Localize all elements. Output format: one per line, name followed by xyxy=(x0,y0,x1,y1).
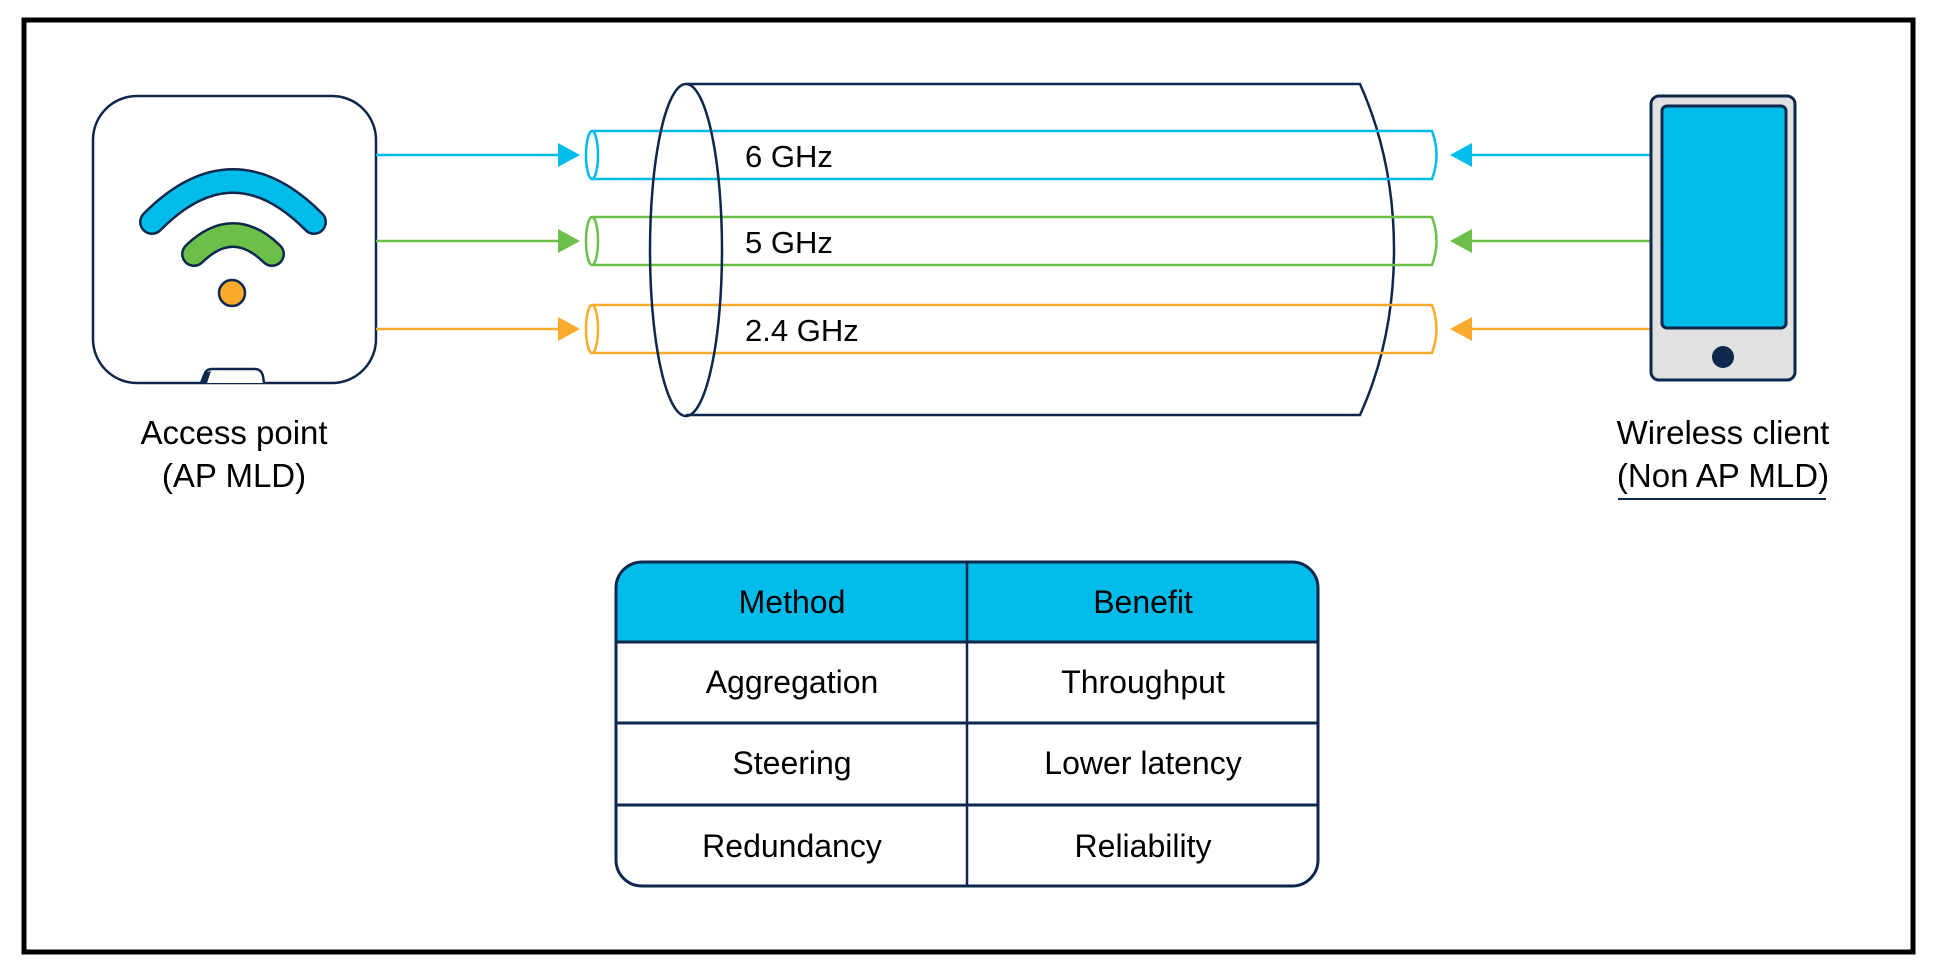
link-tube-end-2-4ghz xyxy=(584,303,600,355)
link-tube-end-6ghz xyxy=(584,129,600,181)
client-label: Wireless client xyxy=(1617,414,1830,451)
link-tube-2-4ghz xyxy=(592,303,1438,355)
table-cell: Throughput xyxy=(1061,664,1225,700)
link-bundle-cylinder xyxy=(686,82,1396,417)
table-cell: Lower latency xyxy=(1044,745,1241,781)
arrow-left-icon xyxy=(1450,317,1472,341)
band-label-6ghz: 6 GHz xyxy=(745,139,833,174)
table-cell: Reliability xyxy=(1075,828,1212,864)
table-cell: Redundancy xyxy=(702,828,882,864)
arrow-right-icon xyxy=(558,143,580,167)
link-tube-end-5ghz xyxy=(584,215,600,267)
arrow-left-icon xyxy=(1450,229,1472,253)
band-label-5ghz: 5 GHz xyxy=(745,225,833,260)
access-point-sublabel: (AP MLD) xyxy=(162,457,306,494)
link-tube-5ghz xyxy=(592,215,1438,267)
band-label-2-4ghz: 2.4 GHz xyxy=(745,313,859,348)
table-header-benefit: Benefit xyxy=(1093,584,1193,620)
arrow-right-icon xyxy=(558,317,580,341)
access-point-label: Access point xyxy=(140,414,327,451)
table-cell: Aggregation xyxy=(706,664,879,700)
table-cell: Steering xyxy=(732,745,851,781)
arrow-right-icon xyxy=(558,229,580,253)
table-header-method: Method xyxy=(739,584,846,620)
wifi-dot-orange xyxy=(217,278,247,308)
outer-frame xyxy=(21,17,1916,955)
client-sublabel: (Non AP MLD) xyxy=(1617,457,1829,494)
link-tube-6ghz xyxy=(592,129,1438,181)
smartphone-icon xyxy=(1649,94,1797,382)
cylinder-front-ellipse xyxy=(648,82,724,418)
access-point-icon xyxy=(91,94,378,385)
method-benefit-table xyxy=(614,560,1320,888)
arrow-left-icon xyxy=(1450,143,1472,167)
